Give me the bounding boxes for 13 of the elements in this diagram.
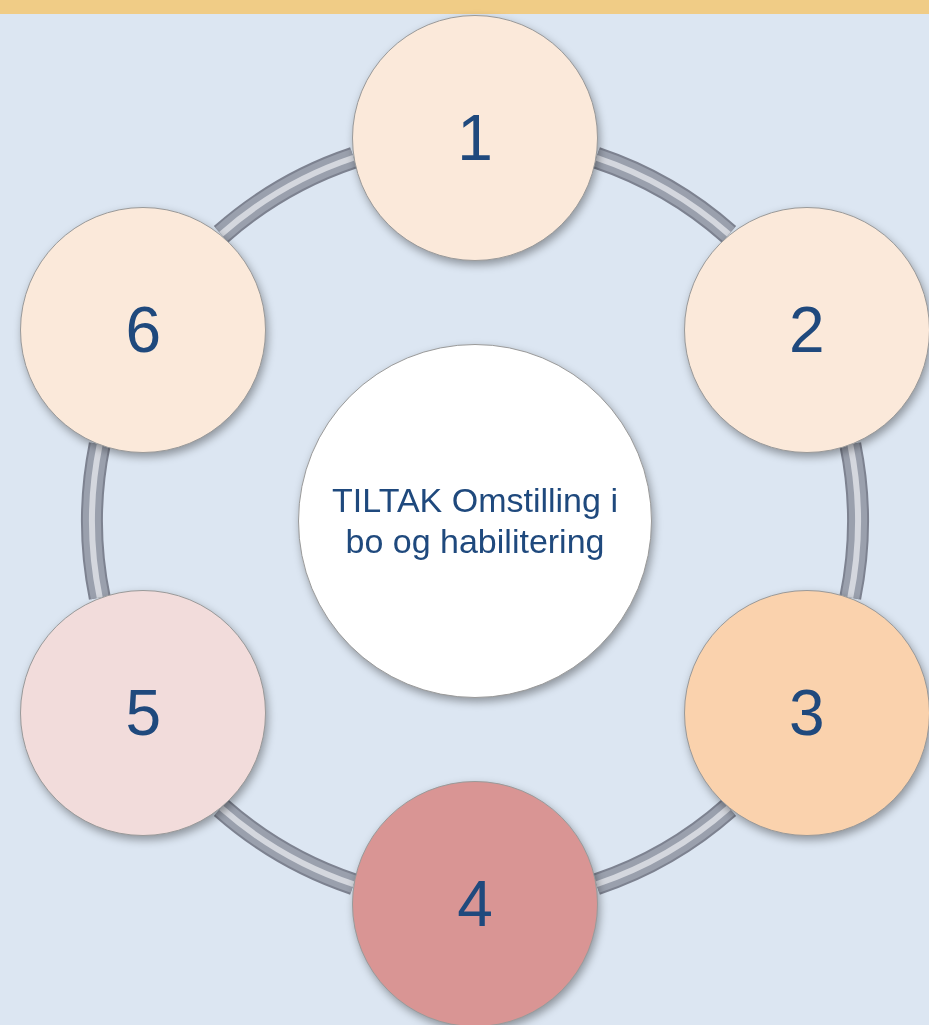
ring-segment [81,442,111,600]
step-number: 1 [457,106,493,170]
center-label: TILTAK Omstilling i bo og habilitering [331,480,619,562]
ring-segment [839,442,869,600]
step-number: 5 [125,680,162,745]
ring-segment [214,147,358,243]
ring-segment [592,147,736,243]
ring-segment [214,799,358,895]
step-number: 2 [788,297,825,362]
step-number: 3 [788,680,825,745]
ring-segment [592,799,736,895]
step-number: 6 [125,297,162,362]
step-number: 4 [457,872,493,936]
